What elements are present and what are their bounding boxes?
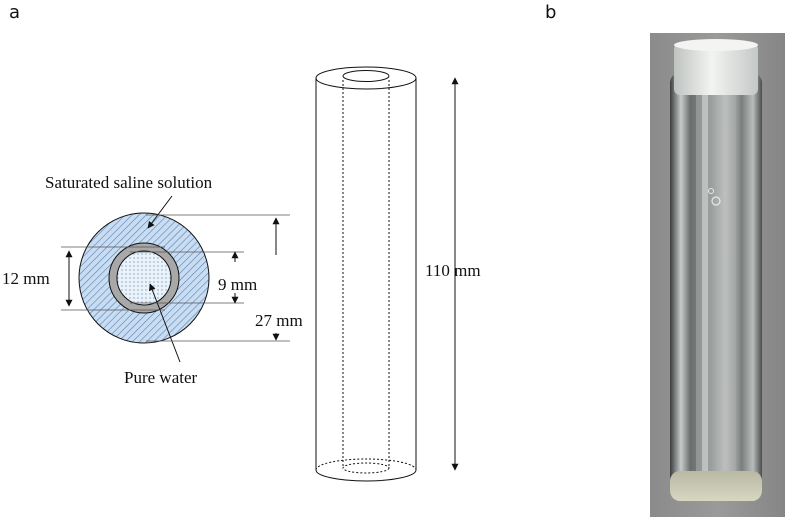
dim110-label: 110 mm <box>425 261 481 280</box>
vial-cap <box>674 43 758 95</box>
tube-diagram: Saturated saline solution Pure water 12 … <box>2 66 481 482</box>
pure-water-label: Pure water <box>124 368 198 387</box>
cap-top <box>674 39 758 51</box>
pure-water-core <box>116 250 172 306</box>
panel-label-b: b <box>545 2 557 23</box>
air-bubble-small <box>708 188 714 194</box>
inner-bottom-dashed <box>342 462 390 474</box>
tube-top-inner <box>342 70 390 82</box>
dim9-label: 9 mm <box>218 275 257 294</box>
saline-leader-arrow <box>147 195 173 229</box>
water-leader-arrow <box>148 283 181 363</box>
saline-label: Saturated saline solution <box>45 173 213 192</box>
tube-bottom-back <box>315 458 417 471</box>
tube-drawing <box>315 66 417 482</box>
dim12-label: 12 mm <box>2 269 50 288</box>
panel-label-a: a <box>9 2 21 23</box>
dim27-label: 27 mm <box>255 311 303 330</box>
vial-photo <box>650 33 785 517</box>
air-bubble <box>711 196 721 206</box>
cross-section <box>78 212 210 344</box>
tube-bottom-front <box>315 469 417 482</box>
inner-highlight <box>702 93 708 493</box>
vial-base <box>670 471 762 501</box>
